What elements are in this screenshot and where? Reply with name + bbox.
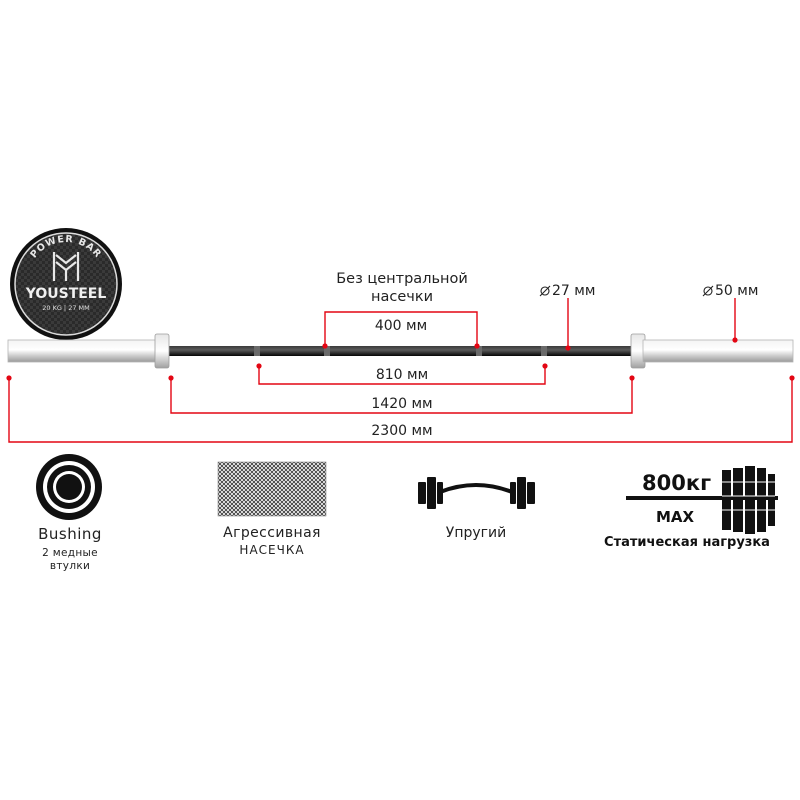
- logo-mark-icon: [52, 252, 80, 281]
- sleeve-diameter-label: 50 мм: [715, 283, 759, 299]
- flexible-bar-icon: [418, 477, 535, 509]
- dimension-lines: [8, 298, 793, 443]
- dim-line-2300: [8, 378, 793, 443]
- knurl-mark-center-right: [476, 346, 482, 356]
- knurl-mark-center-left: [324, 346, 330, 356]
- left-sleeve: [7, 339, 159, 363]
- knurl-title-2: насечка: [239, 543, 305, 557]
- whip-label: Упругий: [445, 525, 507, 541]
- knurl-mark-right: [541, 346, 547, 356]
- diameter-icon: [702, 285, 714, 297]
- barbell: [7, 333, 794, 369]
- right-sleeve: [642, 339, 794, 363]
- logo-brand: YOUSTEEL: [25, 286, 107, 302]
- dimension-dots: [6, 337, 795, 381]
- dim-line-810: [258, 366, 546, 385]
- load-max: MAX: [656, 508, 695, 526]
- shaft-diameter-label: 27 мм: [552, 283, 596, 299]
- dimension-810-label: 810 мм: [375, 367, 429, 383]
- load-value: 800кг: [642, 471, 712, 495]
- dimension-400-label: 400 мм: [374, 318, 428, 334]
- plate-stack-icon: [626, 466, 778, 534]
- bushing-icon: [36, 454, 102, 520]
- bushing-title: Bushing: [38, 525, 102, 543]
- bushing-desc-2: втулки: [49, 560, 91, 572]
- left-collar: [154, 333, 170, 369]
- dimension-1420-label: 1420 мм: [371, 396, 433, 412]
- no-center-knurl-label-1: Без центральной: [336, 271, 468, 287]
- no-center-knurl-label-2: насечки: [370, 289, 434, 305]
- bushing-desc-1: 2 медные: [42, 547, 98, 559]
- load-caption: Статическая нагрузка: [604, 535, 770, 550]
- dimension-2300-label: 2300 мм: [371, 423, 433, 439]
- dim-line-1420: [170, 378, 633, 414]
- knurl-title-1: Агрессивная: [223, 525, 321, 541]
- knurling-icon: [217, 461, 327, 517]
- logo-spec: 20 KG | 27 MM: [42, 304, 90, 312]
- diameter-icon: [539, 285, 551, 297]
- dim-line-400: [324, 311, 478, 346]
- bar-shaft: [168, 346, 633, 356]
- knurl-mark-left: [254, 346, 260, 356]
- brand-logo: POWER BAR YOUSTEEL 20 KG | 27 MM: [10, 228, 122, 340]
